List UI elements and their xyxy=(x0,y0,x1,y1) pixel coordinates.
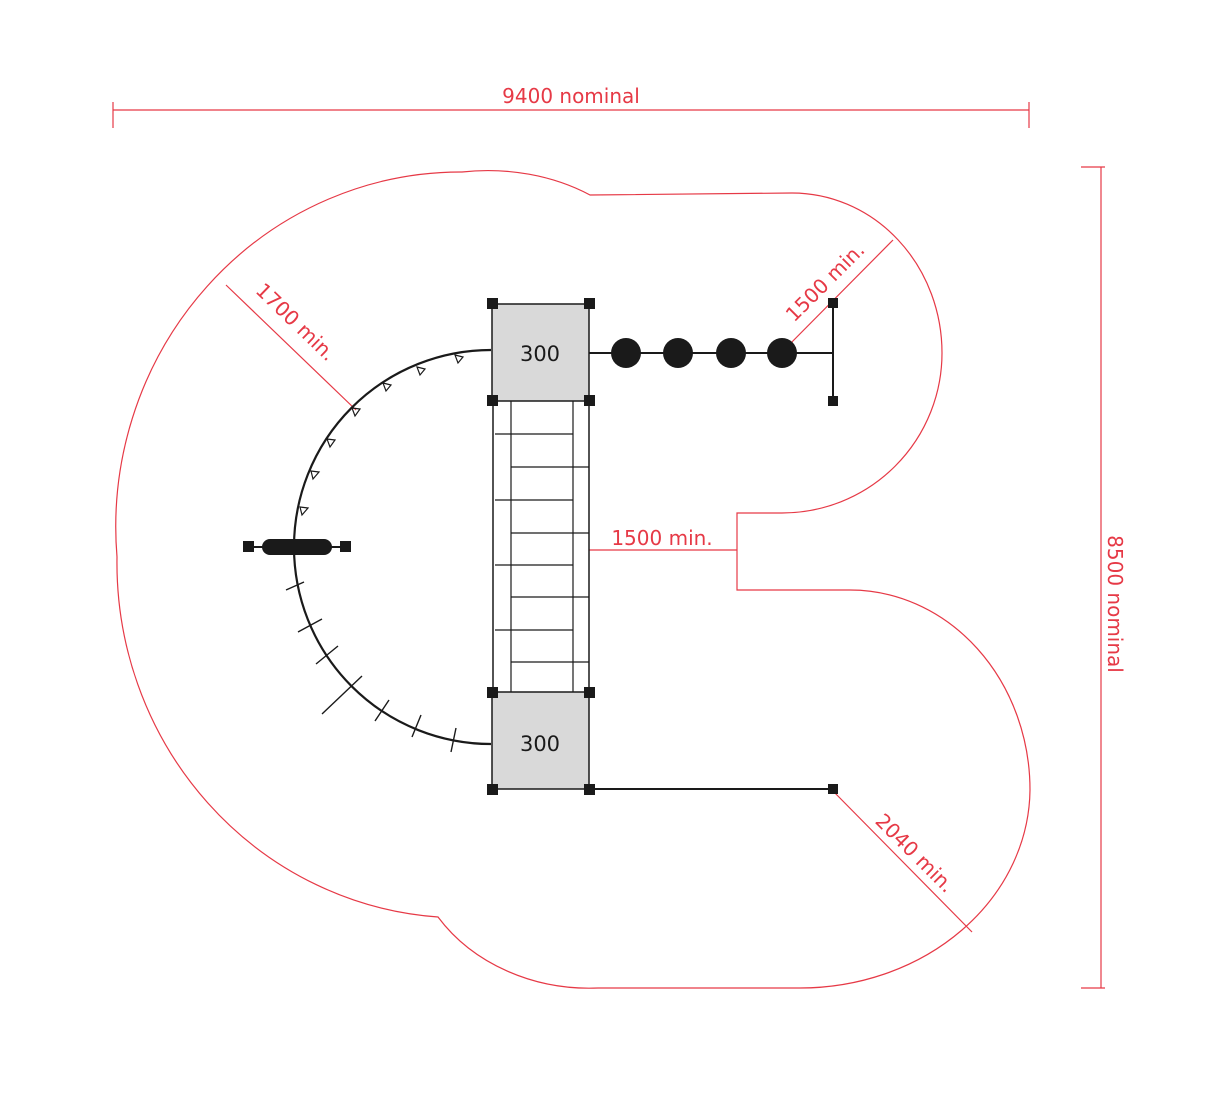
stepping-pod xyxy=(663,338,693,368)
platform-bottom: 300 xyxy=(487,687,595,795)
safety-zone-outline xyxy=(115,170,1031,989)
arc-rung-ticks xyxy=(285,581,457,753)
stepping-pod xyxy=(767,338,797,368)
post-marker xyxy=(243,541,254,552)
rung-tick xyxy=(411,714,422,738)
bottom-balance-beam xyxy=(589,784,838,794)
clearance-top-right-dimension: 1500 min. xyxy=(780,238,894,354)
rung-tick xyxy=(315,645,339,665)
platform-top-label: 300 xyxy=(520,342,560,366)
stepping-pods xyxy=(589,298,838,406)
grip-marker xyxy=(416,366,427,377)
grip-marker xyxy=(382,382,393,393)
clearance-bottom-right-label: 2040 min. xyxy=(871,809,960,898)
clearance-middle-dimension: 1500 min. xyxy=(589,526,737,551)
clearance-top-right-label: 1500 min. xyxy=(781,238,870,327)
overall-width-dimension: 9400 nominal xyxy=(112,84,1030,128)
clearance-left-dimension: 1700 min. xyxy=(225,278,357,411)
rung-tick xyxy=(297,618,323,633)
post-marker xyxy=(487,687,498,698)
grip-marker xyxy=(310,470,321,481)
width-dimension-label: 9400 nominal xyxy=(502,84,640,108)
balance-bar-body xyxy=(262,539,332,555)
ladder-bridge xyxy=(492,401,590,692)
rung-tick xyxy=(450,727,457,753)
clearance-bottom-right-dimension: 2040 min. xyxy=(831,789,973,933)
post-marker xyxy=(487,784,498,795)
rung-tick xyxy=(321,675,363,715)
height-dimension-label: 8500 nominal xyxy=(1103,535,1127,673)
left-balance-bar xyxy=(243,539,351,555)
overall-height-dimension: 8500 nominal xyxy=(1081,166,1127,989)
stepping-pod xyxy=(611,338,641,368)
post-marker xyxy=(828,298,838,308)
platform-bottom-label: 300 xyxy=(520,732,560,756)
post-marker xyxy=(828,396,838,406)
grip-marker xyxy=(326,438,337,449)
arc-grip-markers xyxy=(299,354,465,517)
clearance-middle-label: 1500 min. xyxy=(611,526,712,550)
post-marker xyxy=(340,541,351,552)
post-marker xyxy=(584,395,595,406)
grip-marker xyxy=(454,354,465,365)
post-marker xyxy=(584,298,595,309)
stepping-pod xyxy=(716,338,746,368)
grip-marker xyxy=(351,407,362,418)
post-marker xyxy=(828,784,838,794)
post-marker xyxy=(487,395,498,406)
rung-tick xyxy=(285,581,305,591)
post-marker xyxy=(487,298,498,309)
rung-tick xyxy=(374,699,390,722)
platform-top: 300 xyxy=(487,298,595,406)
post-marker xyxy=(584,687,595,698)
grip-marker xyxy=(299,506,310,517)
